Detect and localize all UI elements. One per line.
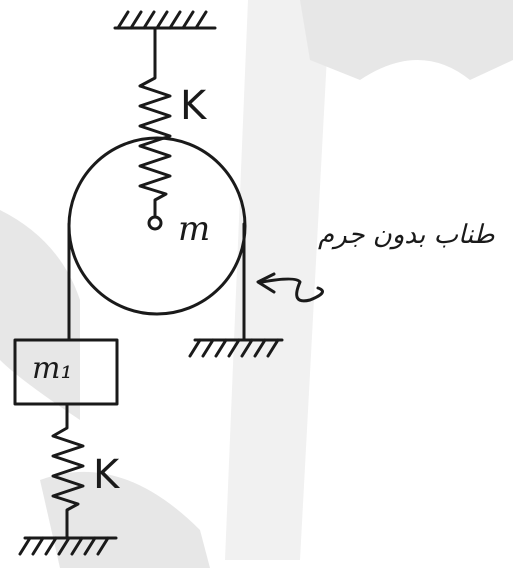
watermark-swoosh-right <box>300 0 513 80</box>
pulley-axle <box>147 215 163 231</box>
watermark-swoosh-left <box>0 210 80 420</box>
top-spring <box>138 26 172 217</box>
rope-annotation-arrowhead <box>256 272 276 294</box>
pulley-mass-label: m <box>178 209 211 249</box>
top-spring-label: K <box>180 83 207 129</box>
top-ceiling-support <box>113 10 217 30</box>
bottom-spring-label: K <box>93 452 120 498</box>
bottom-spring <box>51 402 85 540</box>
watermark-swoosh-bottom <box>40 471 210 568</box>
block-mass-label: m₁ <box>32 351 73 386</box>
bottom-floor-support <box>18 536 118 556</box>
right-floor-support <box>188 338 284 358</box>
pulley-disc <box>67 136 247 316</box>
rope-annotation-arrow <box>260 277 324 303</box>
rope-note-label: طناب بدون جرم <box>318 220 495 250</box>
